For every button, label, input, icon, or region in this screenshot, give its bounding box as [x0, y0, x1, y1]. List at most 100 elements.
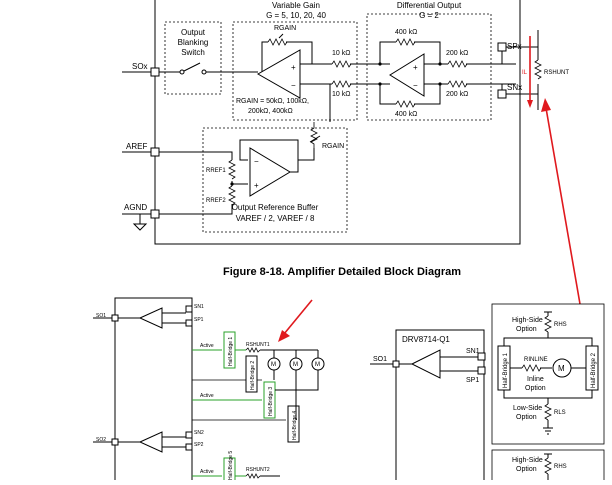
inline-1: Inline	[527, 376, 544, 383]
active-label-2: Active	[200, 393, 214, 399]
options-box	[491, 303, 605, 445]
hb4-label: Half-Bridge 4	[292, 411, 298, 440]
svg-text:+: +	[291, 63, 296, 72]
rshunt-label: RSHUNT	[544, 70, 569, 76]
options-box-2	[491, 449, 605, 485]
r10k-a	[331, 60, 352, 68]
rinline-resistor	[521, 364, 542, 372]
hb2-label: Half-Bridge 2	[250, 361, 256, 390]
bottom-left-diagram: SO1 SN1 SP1 SO2 SN2 SP2 Active Active Ac…	[93, 297, 325, 485]
r200k-b	[447, 80, 468, 88]
sp1-label: SP1	[194, 317, 204, 323]
diff-opamp	[389, 53, 425, 97]
svg-text:M: M	[293, 362, 298, 368]
aref-pin	[150, 147, 160, 157]
agnd-pin	[150, 209, 160, 219]
svg-text:+: +	[254, 181, 259, 190]
rgain-low-label: RGAIN	[322, 143, 344, 150]
rgain-values-1: RGAIN = 50kΩ, 100kΩ,	[236, 98, 309, 105]
variable-gain-block	[232, 21, 358, 121]
rls-label: RLS	[554, 410, 566, 416]
mid-so1-label: SO1	[373, 356, 387, 363]
gain-opamp	[256, 49, 301, 99]
svg-text:−: −	[254, 157, 259, 166]
high-side-1: High-Side	[512, 317, 543, 324]
right-hb1-label: Half-Bridge 1	[503, 352, 509, 388]
svg-text:−: −	[291, 81, 296, 90]
rhs-label: RHS	[554, 322, 567, 328]
rshunt2-label: RSHUNT2	[246, 467, 270, 473]
r400k-a	[395, 38, 416, 46]
blanking-label-3: Switch	[181, 48, 205, 57]
bottom-right-diagram: High-Side Option RHS Half-Bridge 1 Half-…	[491, 303, 605, 485]
svg-text:M: M	[558, 364, 565, 373]
active-label-3: Active	[200, 469, 214, 475]
low-side-2: Option	[516, 414, 537, 421]
mid-sp1-label: SP1	[466, 377, 479, 384]
il-label: IL	[522, 70, 528, 76]
rls-resistor	[544, 403, 552, 421]
svg-text:M: M	[271, 362, 276, 368]
hb3-label: Half-Bridge 3	[268, 387, 274, 416]
rref2-resistor	[228, 185, 236, 206]
mid-sn1-label: SN1	[466, 348, 480, 355]
so1-label: SO1	[96, 313, 106, 319]
inline-2: Option	[525, 385, 546, 392]
diff-output-title: Differential Output	[397, 1, 462, 10]
svg-text:+: +	[413, 63, 418, 72]
blanking-label-2: Blanking	[178, 38, 209, 47]
sox-pin	[150, 67, 160, 77]
svg-text:M: M	[315, 362, 320, 368]
high-side-b1: High-Side	[512, 457, 543, 464]
blanking-label-1: Output	[181, 28, 206, 37]
red-arrow-long	[545, 107, 581, 305]
ref-buffer-block	[202, 127, 348, 233]
blanking-switch-block	[164, 21, 222, 95]
so1-opamp	[138, 307, 163, 329]
hb2-box	[245, 355, 258, 393]
hb4-box	[287, 405, 300, 443]
high-side-b2: Option	[516, 466, 537, 473]
rhs-b-resistor	[544, 457, 552, 475]
low-side-1: Low-Side	[513, 405, 542, 412]
high-side-2: Option	[516, 326, 537, 333]
hb3-box	[263, 381, 276, 419]
switch-contact-a	[179, 69, 185, 75]
chip-outline-top	[154, 0, 521, 245]
rgain-low-resistor	[310, 122, 318, 148]
sox-label: SOx	[132, 62, 148, 71]
hb5-label: Half-Bridge 5	[228, 451, 234, 480]
rhs-resistor	[544, 315, 552, 333]
variable-gain-values: G = 5, 10, 20, 40	[266, 11, 326, 20]
figure-caption: Figure 8-18. Amplifier Detailed Block Di…	[223, 266, 461, 278]
buffer-opamp	[249, 147, 291, 197]
buffer-values: VAREF / 2, VAREF / 8	[236, 214, 315, 223]
so2-label: SO2	[96, 437, 106, 443]
sn2-label: SN2	[194, 430, 204, 436]
sp2-label: SP2	[194, 442, 204, 448]
rref1-label: RREF1	[206, 168, 226, 174]
switch-contact-b	[201, 69, 207, 75]
rshunt-resistor	[534, 59, 542, 80]
active-label-1: Active	[200, 343, 214, 349]
svg-text:−: −	[413, 81, 418, 90]
r200k-a	[447, 60, 468, 68]
aref-label: AREF	[126, 142, 147, 151]
sn1-label: SN1	[194, 304, 204, 310]
rref2-label: RREF2	[206, 198, 226, 204]
rshunt1-label: RSHUNT1	[246, 342, 270, 348]
snx-label: SNx	[507, 83, 522, 92]
rhs-b-label: RHS	[554, 464, 567, 470]
spx-pin	[497, 42, 507, 52]
diff-output-block	[366, 13, 492, 121]
buffer-title: Output Reference Buffer	[232, 203, 319, 212]
right-hb2-label: Half-Bridge 2	[591, 352, 597, 388]
snx-pin	[497, 89, 507, 99]
r10k-b	[331, 80, 352, 88]
chip-label: DRV8714-Q1	[402, 335, 450, 344]
r10k-a-label: 10 kΩ	[332, 50, 350, 57]
r400k-b-label: 400 kΩ	[395, 111, 417, 118]
hb1-label: Half-Bridge 1	[228, 337, 234, 366]
rgain-resistor	[267, 38, 288, 46]
